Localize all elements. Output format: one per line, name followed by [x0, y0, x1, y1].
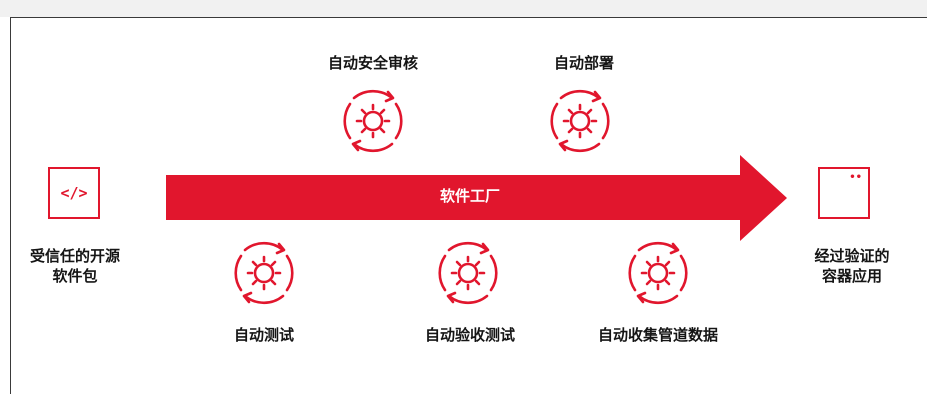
source-label-line1: 受信任的开源 [29, 247, 121, 265]
step-security-review-label: 自动安全审核 [327, 54, 419, 72]
gear-cycle-icon [550, 89, 610, 153]
frame-border-top [10, 17, 927, 18]
target-label: 经过验证的 容器应用 [814, 246, 889, 286]
top-strip [0, 0, 927, 17]
window-icon: •• [849, 172, 862, 183]
gear-cycle-icon [628, 241, 688, 305]
target-app-box: •• [818, 167, 870, 219]
gear-cycle-icon [343, 89, 403, 153]
gear-cycle-icon [234, 241, 294, 305]
step-acceptance-test-label: 自动验收测试 [424, 326, 516, 344]
step-testing-label: 自动测试 [233, 326, 295, 344]
code-icon: </> [60, 184, 88, 202]
gear-cycle-icon [438, 241, 498, 305]
source-label: 受信任的开源 软件包 [30, 246, 120, 286]
step-pipeline-data-label: 自动收集管道数据 [597, 326, 719, 344]
frame-border-left [10, 17, 11, 394]
target-label-line2: 容器应用 [821, 267, 883, 285]
arrow-label: 软件工厂 [439, 187, 501, 205]
source-label-line2: 软件包 [52, 267, 98, 285]
source-package-box: </> [48, 167, 100, 219]
target-label-line1: 经过验证的 [814, 247, 890, 265]
step-deploy-label: 自动部署 [553, 54, 615, 72]
